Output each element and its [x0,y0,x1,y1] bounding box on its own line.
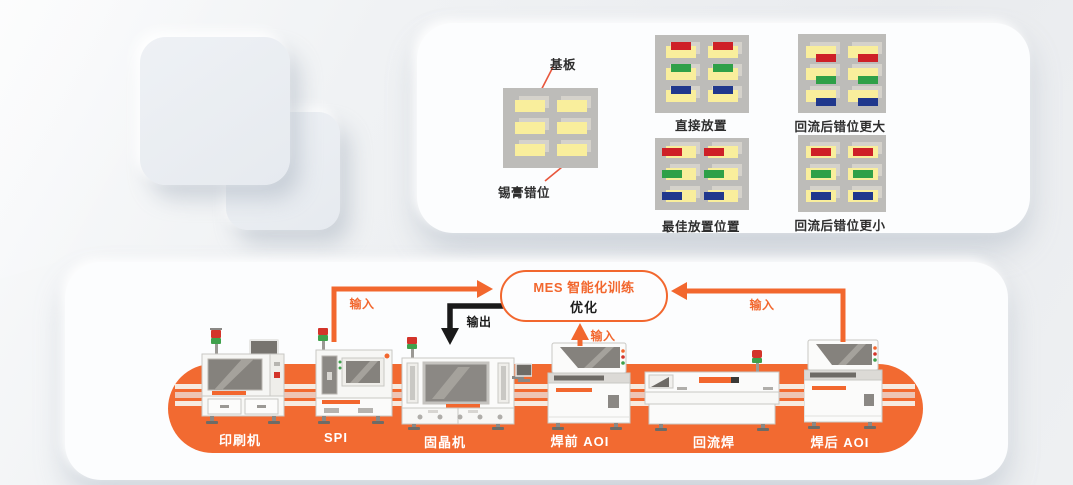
component-chip [704,148,724,156]
component-chip [853,147,873,156]
machine-label-pre-aoi: 焊前 AOI [550,434,610,449]
signal-tower-icon [407,337,417,359]
machine-label-printer: 印刷机 [218,433,262,448]
defect-illustration-panel: 基板 锡膏错位 直接放置 回流后错位更大 最佳放置位置 回流后错位更小 [417,23,1030,234]
solder-pad [556,122,587,134]
component-chip [853,191,873,200]
component-chip [816,53,836,62]
board-caption: 回流后错位更小 [794,219,886,233]
component-chip [853,169,873,178]
component-chip [811,169,831,178]
component-chip [662,170,682,178]
decorative-square-front [140,37,290,185]
mes-subtitle: 优化 [569,299,598,315]
component-chip [704,170,724,178]
solder-pad [556,100,587,112]
machine-label-reflow: 回流焊 [692,435,736,450]
component-chip [671,86,691,94]
input-label-post-aoi: 输入 [749,298,775,312]
component-chip [811,147,831,156]
board-caption: 最佳放置位置 [661,220,741,234]
production-line-panel: MES 智能化训练 优化 输入 输出 输入 输入 印刷机 SPI 固晶机 焊前 … [65,262,1008,480]
component-chip [858,53,878,62]
signal-tower-icon [752,350,762,373]
component-chip [671,64,691,72]
conveyor-belt [175,392,915,398]
pre-aoi-machine-illustration [547,342,631,430]
solder-pad [514,100,545,112]
solder-pad [556,144,587,156]
machine-label-post-aoi: 焊后 AOI [810,435,870,450]
line-background [168,364,923,453]
input-label-spi: 输入 [349,297,375,311]
paste-offset-label: 锡膏错位 [497,186,551,200]
machine-label-die-bonder: 固晶机 [423,435,467,450]
signal-tower-icon [318,328,328,351]
spi-machine-illustration [315,328,393,424]
conveyor-rail [175,384,915,389]
reflow-oven-machine-illustration [644,350,780,431]
mes-title: MES 智能化训练 [533,279,635,295]
board-reflow-worse [798,34,886,113]
input-label-pre-aoi: 输入 [590,329,616,343]
die-bonder-machine-illustration [401,337,532,430]
component-chip [671,42,691,50]
component-chip [704,192,724,200]
component-chip [662,148,682,156]
side-console-icon [512,363,532,382]
board-caption: 直接放置 [674,119,728,133]
board-reflow-better [798,135,886,212]
signal-tower-icon [210,328,222,354]
component-chip [816,75,836,84]
printer-machine-illustration [201,328,285,424]
substrate-label: 基板 [549,58,577,72]
component-chip [811,191,831,200]
output-label-mes: 输出 [466,315,492,329]
conveyor-rail [175,401,915,406]
component-chip [816,97,836,106]
solder-pad [514,144,545,156]
component-chip [858,97,878,106]
component-chip [662,192,682,200]
post-aoi-machine-illustration [804,339,883,429]
solder-pad [514,122,545,134]
component-chip [858,75,878,84]
board-direct-placement [655,35,749,113]
mes-training-bubble: MES 智能化训练 优化 [500,270,668,322]
board-caption: 回流后错位更大 [794,120,886,134]
board-best-placement [655,138,749,210]
machine-label-spi: SPI [324,430,348,445]
component-chip [713,86,733,94]
component-chip [713,64,733,72]
component-chip [713,42,733,50]
substrate-board [503,88,598,168]
